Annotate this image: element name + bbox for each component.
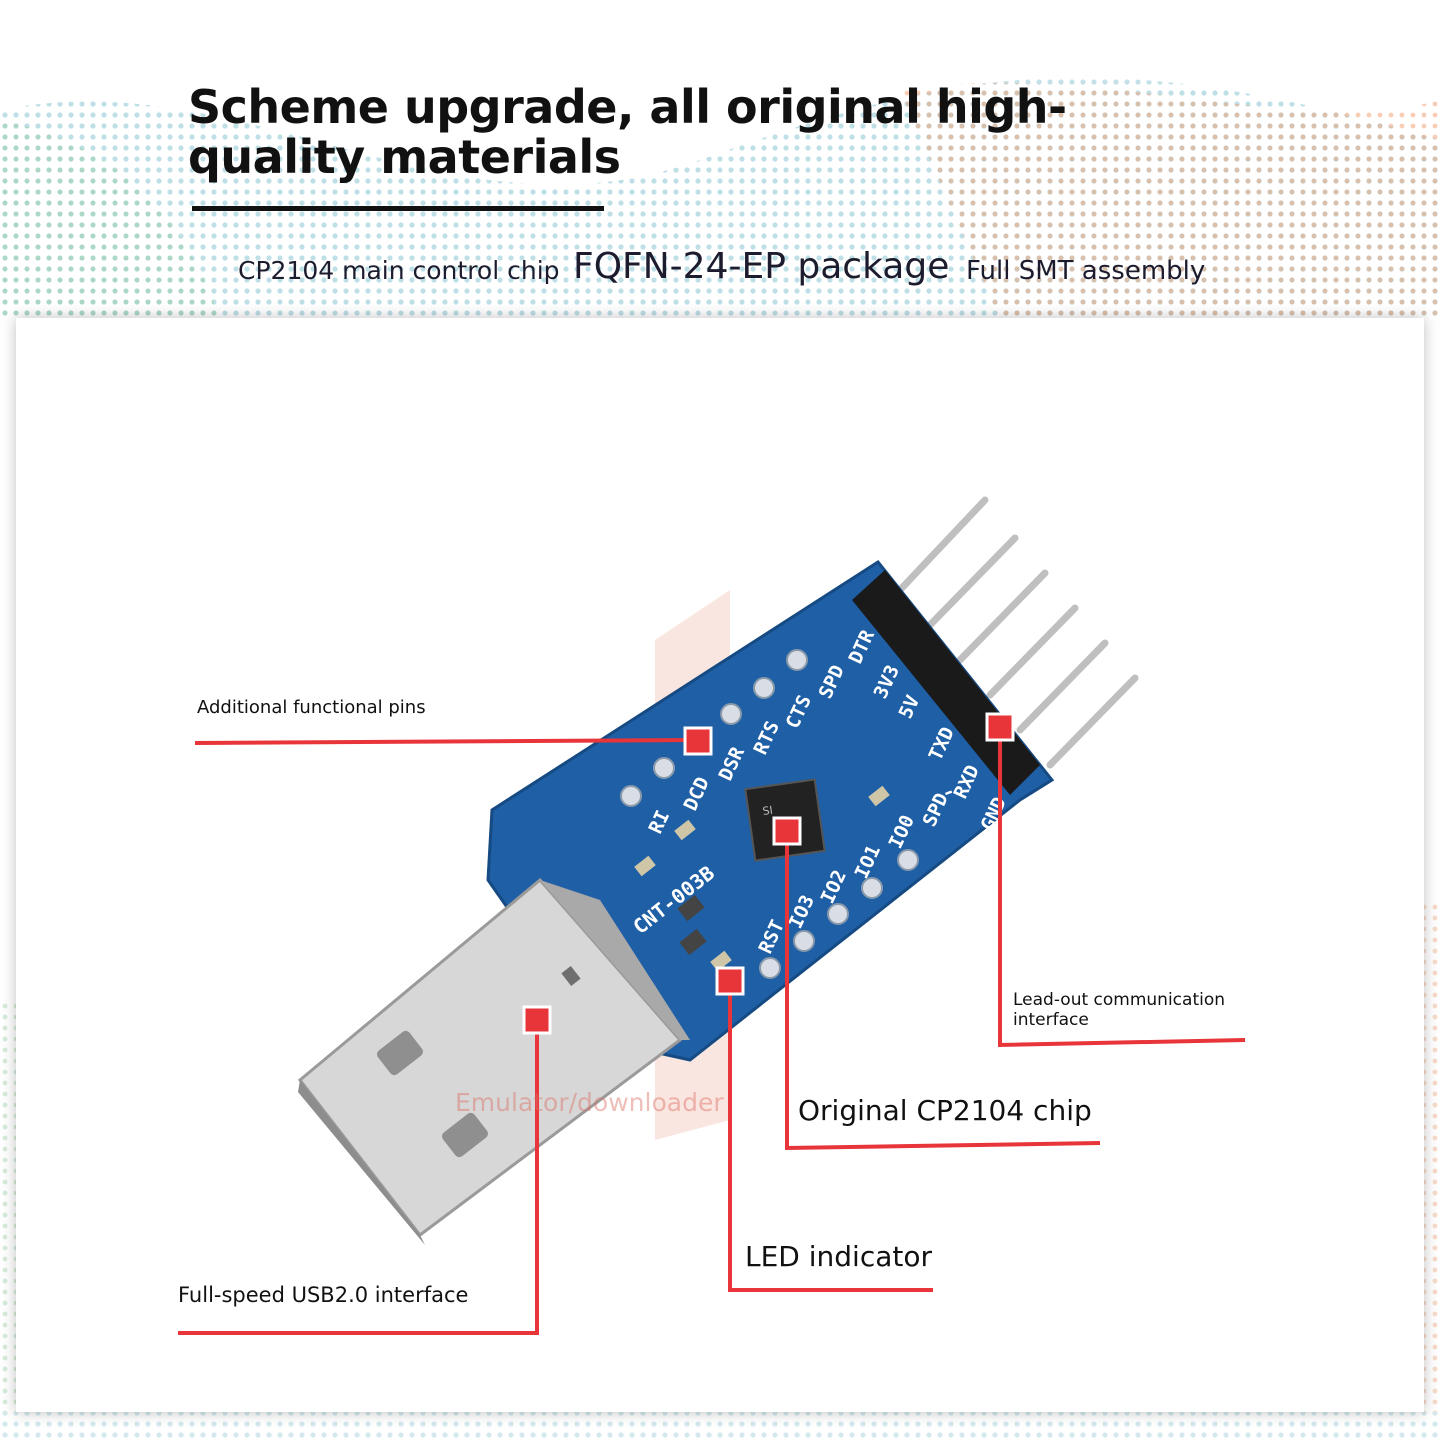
headline: Scheme upgrade, all original high-qualit… [188,80,1067,184]
feature-assembly: Full SMT assembly [966,256,1206,286]
headline-underline [192,206,604,211]
watermark-text: Emulator/downloader [455,1088,724,1117]
callout-usb-interface: Full-speed USB2.0 interface [178,1283,469,1307]
smd-components [634,785,890,972]
callout-functional-pins: Additional functional pins [197,697,426,718]
callout-lines [178,727,1246,1335]
callout-lead-out-interface: Lead-out communication interface [1013,990,1226,1030]
svg-text:SI: SI [762,804,774,818]
feature-chip: CP2104 main control chip [238,256,560,285]
callout-led-indicator: LED indicator [745,1240,933,1273]
usb-connector [297,877,690,1245]
callout-original-chip: Original CP2104 chip [798,1094,1092,1127]
header-pins [896,496,1139,769]
callout-markers [522,712,1015,1035]
feature-package: FQFN-24-EP package [573,246,950,287]
